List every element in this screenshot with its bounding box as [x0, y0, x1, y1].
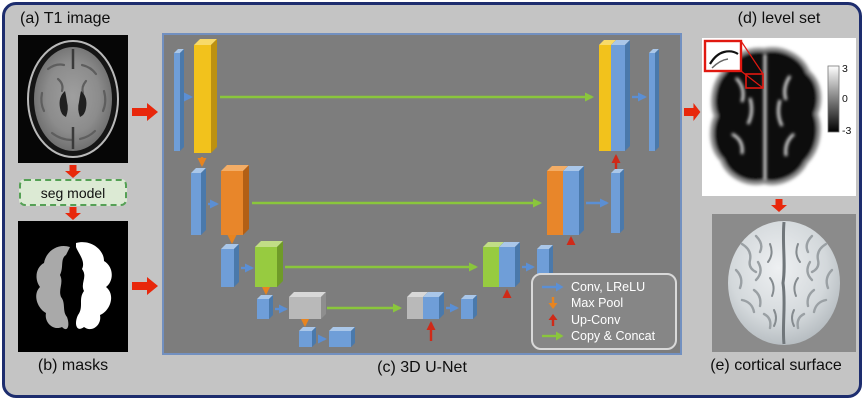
zoom-inset-content: [709, 50, 739, 69]
mask-left-hemisphere: [36, 245, 70, 330]
unet-block-dec2-conv: [611, 169, 624, 233]
unet-block-enc4-conv: [289, 292, 326, 319]
unet-block-enc4-in: [257, 295, 273, 319]
flow-arrow-masks-to-unet: [132, 277, 158, 295]
t1-sulci: [40, 63, 107, 142]
levelset-image: 3 0 -3: [702, 38, 856, 196]
unet-block-enc3-in: [221, 244, 239, 287]
colorbar-tick-mid: 0: [842, 93, 848, 105]
label-surface: (e) cortical surface: [710, 357, 842, 374]
unet-block-dec2-up: [563, 166, 584, 235]
copyconcat-arrow-icon: [542, 331, 564, 341]
unet-block-enc1-in: [174, 49, 184, 151]
legend-label-upconv: Up-Conv: [571, 312, 621, 327]
unet-block-dec4-up: [423, 292, 444, 319]
zoom-box-large: [703, 39, 743, 73]
zoom-inset-background: [705, 41, 741, 71]
down-arrow-icon: [65, 165, 81, 178]
unet-block-enc2-conv: [221, 165, 249, 235]
label-unet: (c) 3D U-Net: [377, 359, 467, 376]
masks-image: [18, 221, 128, 352]
right-arrow-icon: [132, 277, 158, 295]
legend-item-conv: Conv, LReLU: [541, 280, 667, 294]
t1-image-canvas: [18, 35, 128, 163]
label-t1-image: (a) T1 image: [20, 10, 111, 27]
legend-label-maxpool: Max Pool: [571, 296, 624, 311]
colorbar-tick-top: 3: [842, 63, 848, 75]
label-levelset: (d) level set: [737, 10, 821, 27]
levelset-sulci: [731, 54, 795, 180]
flow-arrow-levelset-to-surface: [771, 199, 787, 212]
t1-ventricle-left: [59, 91, 68, 117]
unet-panel: Conv, LReLU Max Pool Up-Conv: [162, 33, 682, 355]
legend-item-maxpool: Max Pool: [541, 296, 667, 310]
zoom-box-small: [745, 73, 764, 89]
masks-canvas: [18, 221, 128, 352]
unet-block-enc3-conv: [255, 241, 283, 287]
flow-arrow-t1-to-segmodel: [65, 165, 81, 178]
t1-image: [18, 35, 128, 163]
unet-legend: Conv, LReLU Max Pool Up-Conv: [531, 273, 677, 350]
legend-label-copyconcat: Copy & Concat: [571, 328, 656, 343]
surface-sulci-dark: [767, 243, 801, 327]
flow-arrow-unet-to-levelset: [684, 103, 701, 121]
surface-sulci: [734, 234, 834, 330]
seg-model-box: seg model: [19, 179, 127, 206]
legend-item-copyconcat: Copy & Concat: [541, 329, 667, 343]
levelset-canvas: 3 0 -3: [702, 38, 856, 196]
right-arrow-icon: [132, 103, 158, 121]
seg-model-label: seg model: [40, 184, 106, 201]
t1-ventricle-right: [78, 91, 87, 117]
down-arrow-icon: [771, 199, 787, 212]
colorbar: [827, 65, 840, 133]
t1-brain: [34, 47, 112, 151]
mask-right-hemisphere: [76, 242, 112, 330]
unet-block-bridge-2: [329, 327, 355, 347]
conv-arrow-icon: [542, 282, 564, 292]
surface-canvas: [712, 214, 856, 352]
unet-block-bridge-1: [299, 327, 316, 347]
flow-arrow-t1-to-unet: [132, 103, 158, 121]
surface-image: [712, 214, 856, 352]
zoom-boxes: [703, 39, 764, 89]
unet-block-dec3-up: [499, 242, 520, 287]
unet-diagram: [174, 39, 659, 347]
maxpool-arrow-icon: [548, 297, 558, 310]
unet-block-enc1-conv: [194, 39, 217, 153]
upconv-arrow-icon: [548, 313, 558, 326]
unet-block-enc2-in: [191, 168, 206, 235]
legend-item-upconv: Up-Conv: [541, 313, 667, 327]
flow-arrow-segmodel-to-masks: [65, 207, 81, 220]
masks-background: [18, 221, 128, 352]
down-arrow-icon: [65, 207, 81, 220]
unet-block-dec4-conv: [461, 295, 477, 319]
colorbar-tick-bottom: -3: [842, 125, 851, 137]
legend-label-conv: Conv, LReLU: [571, 280, 646, 295]
right-arrow-icon: [684, 103, 701, 121]
label-masks: (b) masks: [37, 357, 109, 374]
unet-block-dec1-out: [649, 49, 659, 151]
surface-midline-fissure: [781, 221, 786, 345]
unet-block-dec1-up: [611, 40, 630, 151]
